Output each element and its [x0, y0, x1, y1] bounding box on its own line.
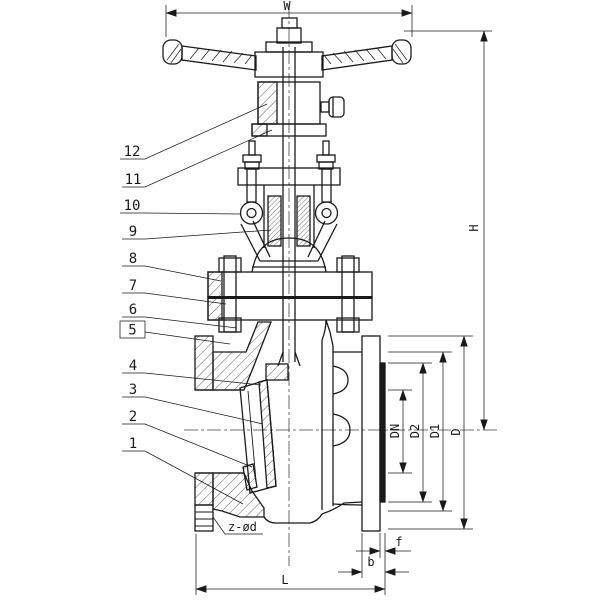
dim-L-label: L [281, 573, 288, 587]
eye-bolts [239, 140, 339, 225]
bolt-holes-leader [212, 516, 263, 535]
packing [296, 195, 311, 247]
part-numbers: 12 11 10 9 8 7 6 5 4 3 2 1 [124, 144, 142, 452]
body-boss [332, 413, 351, 447]
dim-D-label: D [449, 428, 463, 435]
dimension-labels: W H DN D2 D1 D f b L z-ød [228, 0, 481, 587]
part-label-3: 3 [129, 382, 137, 398]
packing [267, 195, 282, 247]
dim-D2-label: D2 [408, 424, 422, 438]
raised-face [379, 362, 386, 503]
bolt-holes-label: z-ød [228, 520, 257, 534]
part-label-10: 10 [124, 198, 141, 214]
dim-f-label: f [395, 535, 402, 549]
grease-fitting [320, 96, 345, 118]
dim-W-label: W [283, 0, 291, 13]
dim-b-label: b [367, 555, 374, 569]
body-bottom [263, 513, 323, 524]
part-label-7: 7 [129, 278, 137, 294]
body-boss [332, 365, 349, 395]
bonnet [207, 237, 373, 321]
dim-H-label: H [467, 224, 481, 231]
part-label-4: 4 [129, 358, 137, 374]
part-label-2: 2 [129, 409, 137, 425]
part-label-9: 9 [129, 224, 137, 240]
part-label-6: 6 [129, 302, 137, 318]
part-label-8: 8 [129, 251, 137, 267]
seat-ring [242, 463, 258, 491]
callout-leaders [119, 103, 273, 505]
part-label-5: 5 [128, 323, 136, 339]
left-flange [194, 335, 214, 391]
yoke-arms [240, 220, 338, 268]
part-label-1: 1 [129, 436, 137, 452]
valve-body [194, 319, 363, 532]
part-label-11: 11 [125, 172, 142, 188]
stem-nut [276, 17, 302, 44]
handwheel-hatch [166, 43, 408, 65]
body-rib [321, 340, 334, 510]
stem [277, 47, 301, 367]
wedge-disc [239, 363, 289, 494]
gate-valve-section [162, 17, 412, 532]
part-label-12: 12 [124, 144, 141, 160]
handwheel [162, 39, 412, 78]
dim-D1-label: D1 [428, 424, 442, 438]
right-flange [361, 335, 386, 532]
gland [237, 167, 341, 248]
bolt-hole-section [194, 504, 214, 532]
wedge-stem-nut [265, 363, 289, 381]
dimensions [165, 5, 492, 595]
dim-DN-label: DN [388, 424, 402, 438]
bonnet-studs [218, 255, 360, 333]
yoke-housing [251, 81, 345, 137]
